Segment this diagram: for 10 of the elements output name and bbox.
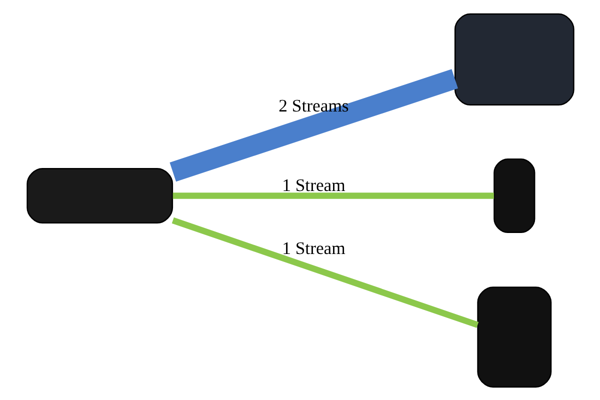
edge-label: 2 Streams xyxy=(278,94,348,115)
connector xyxy=(169,68,458,182)
edge-label: 1 Stream xyxy=(282,174,345,194)
node-box xyxy=(26,168,173,224)
node-box xyxy=(493,158,535,232)
node-box xyxy=(476,286,552,388)
connector xyxy=(172,192,494,198)
connector xyxy=(171,216,478,328)
edge-label: 1 Stream xyxy=(282,238,345,258)
node-box xyxy=(454,12,574,106)
